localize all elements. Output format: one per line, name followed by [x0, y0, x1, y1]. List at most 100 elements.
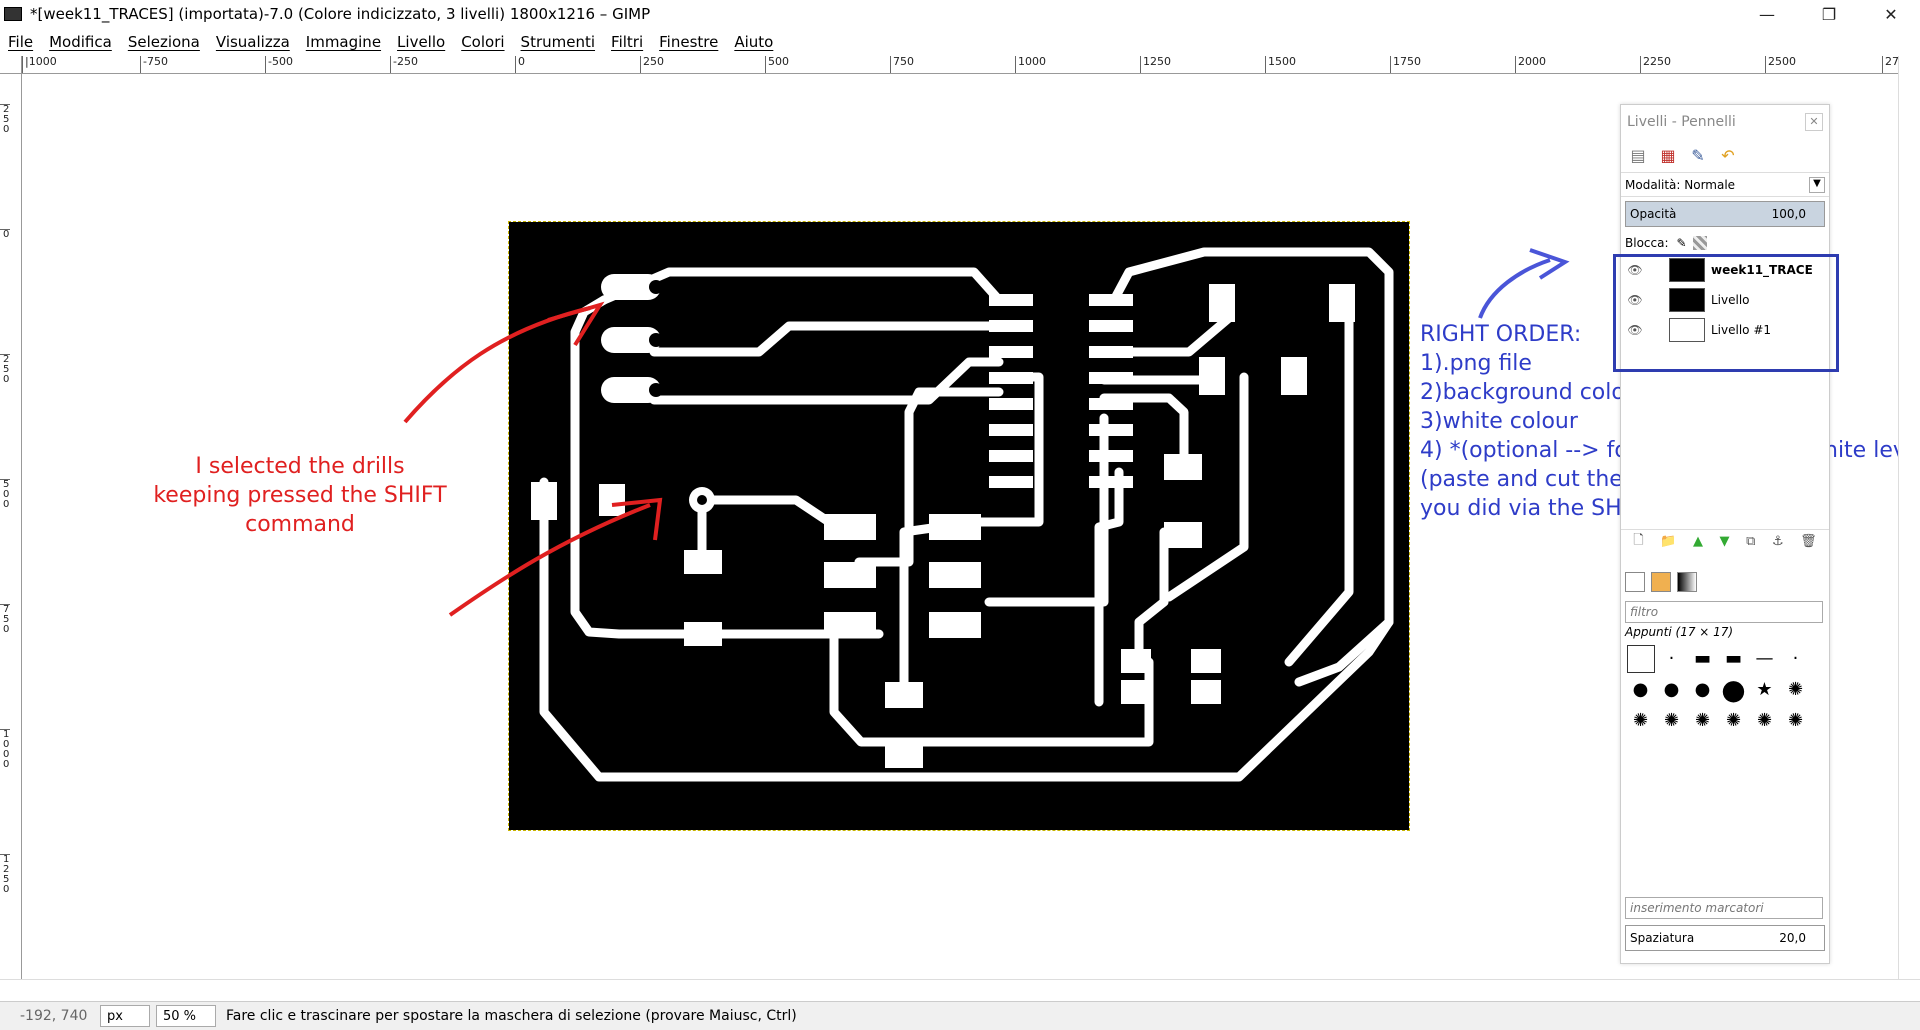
- layer-name: Livello #1: [1711, 323, 1772, 337]
- ruler-corner[interactable]: [0, 56, 22, 74]
- brush-item[interactable]: ✺: [1787, 679, 1804, 700]
- close-button[interactable]: ✕: [1884, 4, 1898, 24]
- layer-item[interactable]: 👁 Livello #1: [1621, 315, 1829, 345]
- folder-icon[interactable]: 📁: [1660, 534, 1677, 549]
- brush-item[interactable]: ✺: [1663, 710, 1680, 731]
- unit-select[interactable]: px: [100, 1005, 150, 1027]
- raise-layer-icon[interactable]: ▲: [1693, 534, 1703, 549]
- mode-row[interactable]: Modalità: Normale ▼: [1621, 173, 1829, 197]
- lock-brush-icon[interactable]: ✎: [1676, 236, 1687, 250]
- brush-item[interactable]: ✺: [1787, 710, 1804, 731]
- opacity-value: 100,0: [1771, 207, 1806, 221]
- menu-bar: File Modifica Seleziona Visualizza Immag…: [0, 28, 1920, 56]
- h-tick: 1000: [1015, 56, 1046, 73]
- pcb-traces-drawing: [531, 247, 1394, 782]
- layer-item[interactable]: 👁 week11_TRACE: [1621, 255, 1829, 285]
- brush-tabs: [1621, 569, 1829, 595]
- gradient-tab-icon[interactable]: [1677, 572, 1697, 592]
- h-tick: 1250: [1140, 56, 1171, 73]
- duplicate-layer-icon[interactable]: ⧉: [1746, 534, 1756, 549]
- menu-livello[interactable]: Livello: [397, 33, 446, 51]
- mode-dropdown-icon[interactable]: ▼: [1809, 176, 1825, 193]
- vertical-ruler[interactable]: 250 0 250 500 750 1000 1250: [0, 74, 22, 979]
- layer-visibility-eye-icon[interactable]: 👁: [1627, 293, 1643, 307]
- brushes-label: Appunti (17 × 17): [1625, 625, 1734, 639]
- maximize-button[interactable]: ❐: [1821, 4, 1837, 24]
- v-tick: 0: [0, 229, 10, 240]
- panel-close-icon[interactable]: ✕: [1805, 113, 1823, 131]
- red-arrow-head-1: [547, 301, 605, 347]
- filter-input[interactable]: filtro: [1625, 601, 1823, 623]
- menu-strumenti[interactable]: Strumenti: [520, 33, 596, 51]
- brush-tab-icon[interactable]: [1625, 572, 1645, 592]
- tab-channels-icon[interactable]: ▦: [1660, 146, 1676, 165]
- zoom-select[interactable]: 50 %: [156, 1005, 216, 1027]
- brush-item[interactable]: ✺: [1632, 710, 1649, 731]
- menu-file[interactable]: File: [8, 33, 34, 51]
- layer-item[interactable]: 👁 Livello: [1621, 285, 1829, 315]
- brush-item[interactable]: ●: [1632, 679, 1649, 700]
- pcb-traces-image[interactable]: [508, 221, 1410, 831]
- h-tick: 1500: [1265, 56, 1296, 73]
- brush-item[interactable]: ▬: [1724, 648, 1742, 669]
- h-tick: -250: [390, 56, 418, 73]
- brush-grid[interactable]: · ▬ ▬ — · ● ● ● ● ★ ✺ ✺ ✺ ✺ ✺ ✺ ✺: [1625, 643, 1811, 873]
- h-tick: -500: [265, 56, 293, 73]
- opacity-slider[interactable]: Opacità 100,0: [1625, 201, 1825, 227]
- tag-input[interactable]: inserimento marcatori: [1625, 897, 1823, 919]
- layer-visibility-eye-icon[interactable]: 👁: [1627, 323, 1643, 337]
- brush-item[interactable]: —: [1755, 648, 1774, 669]
- new-layer-icon[interactable]: 🗋: [1633, 532, 1644, 548]
- brush-item[interactable]: ▬: [1693, 648, 1711, 669]
- minimize-button[interactable]: —: [1759, 4, 1775, 24]
- brush-item[interactable]: ★: [1756, 679, 1773, 700]
- lock-label: Blocca:: [1625, 236, 1669, 250]
- v-tick: 250: [0, 354, 10, 385]
- panel-tabs: ▤ ▦ ✎ ↶: [1621, 139, 1829, 173]
- brush-item[interactable]: ✺: [1756, 710, 1773, 731]
- anchor-icon[interactable]: ⚓: [1771, 534, 1784, 549]
- brush-item[interactable]: ·: [1668, 648, 1675, 669]
- brush-item[interactable]: ●: [1694, 679, 1711, 700]
- spacing-label: Spaziatura: [1630, 931, 1695, 945]
- lower-layer-icon[interactable]: ▼: [1719, 534, 1730, 549]
- brush-item[interactable]: ·: [1792, 648, 1799, 669]
- brush-item[interactable]: [1626, 644, 1655, 673]
- menu-seleziona[interactable]: Seleziona: [127, 33, 200, 51]
- h-tick: 0: [515, 56, 525, 73]
- spacing-slider[interactable]: Spaziatura 20,0: [1625, 925, 1825, 951]
- h-tick: 27: [1882, 56, 1898, 73]
- horizontal-ruler[interactable]: |1000 -750 -500 -250 0 250 500 750 1000 …: [22, 56, 1898, 74]
- menu-aiuto[interactable]: Aiuto: [734, 33, 774, 51]
- h-tick: -750: [140, 56, 168, 73]
- vertical-scrollbar[interactable]: [1898, 56, 1920, 979]
- spacing-value: 20,0: [1779, 931, 1806, 945]
- menu-filtri[interactable]: Filtri: [611, 33, 644, 51]
- opacity-label: Opacità: [1630, 207, 1677, 221]
- lock-alpha-icon[interactable]: [1692, 236, 1707, 250]
- horizontal-scrollbar[interactable]: [0, 979, 1920, 1001]
- brush-item[interactable]: ✺: [1725, 710, 1742, 731]
- panel-title: Livelli - Pennelli: [1627, 114, 1736, 130]
- tab-undo-icon[interactable]: ↶: [1721, 146, 1735, 165]
- tab-layers-icon[interactable]: ▤: [1630, 146, 1646, 165]
- menu-visualizza[interactable]: Visualizza: [215, 33, 290, 51]
- menu-immagine[interactable]: Immagine: [305, 33, 382, 51]
- status-message: Fare clic e trascinare per spostare la m…: [226, 1008, 797, 1024]
- brush-item[interactable]: ●: [1663, 679, 1680, 700]
- h-tick: 2500: [1765, 56, 1796, 73]
- pattern-tab-icon[interactable]: [1651, 572, 1671, 592]
- delete-layer-icon[interactable]: 🗑: [1800, 534, 1817, 549]
- menu-modifica[interactable]: Modifica: [49, 33, 112, 51]
- menu-colori[interactable]: Colori: [461, 33, 505, 51]
- tab-paths-icon[interactable]: ✎: [1691, 146, 1705, 165]
- menu-finestre[interactable]: Finestre: [659, 33, 719, 51]
- layer-visibility-eye-icon[interactable]: 👁: [1627, 263, 1643, 277]
- layer-name: Livello: [1711, 293, 1750, 307]
- brush-item[interactable]: ●: [1721, 673, 1746, 706]
- v-tick: 250: [0, 104, 10, 135]
- brush-item[interactable]: ✺: [1694, 710, 1711, 731]
- h-tick: 750: [890, 56, 914, 73]
- title-bar: *[week11_TRACES] (importata)-7.0 (Colore…: [0, 0, 1920, 28]
